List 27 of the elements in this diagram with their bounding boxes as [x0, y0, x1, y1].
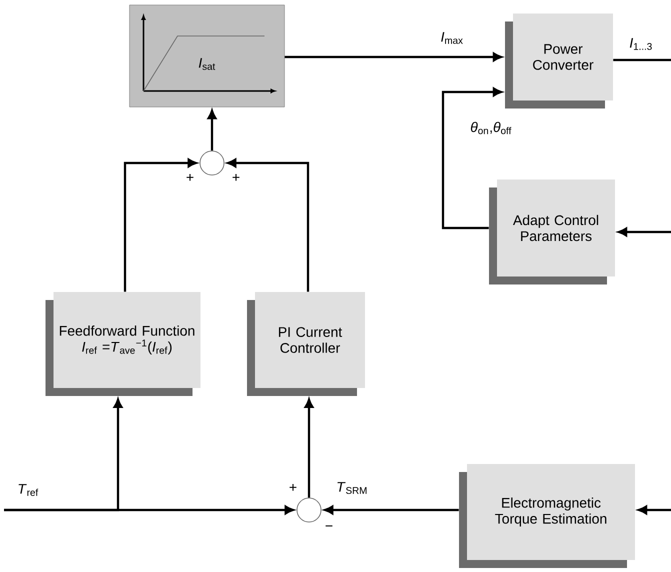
arrow: [324, 506, 459, 514]
arrow: [442, 88, 502, 230]
sign-label: −: [326, 525, 332, 526]
process-box: Power Converter: [505, 14, 613, 108]
saturation-block: I$_{sat}$: [129, 4, 285, 108]
edge-label: θ$_{on}$,θ$_{off}$: [469, 120, 513, 136]
sign-label: +: [290, 484, 296, 491]
sign-label: +: [186, 174, 194, 181]
arrow: [227, 158, 310, 292]
sign-label: +: [232, 174, 240, 181]
process-box: Electromagnetic Torque Estimation: [459, 464, 635, 568]
arrow: [618, 228, 671, 236]
arrow: [4, 398, 122, 512]
process-box: Adapt Control Parameters: [489, 180, 615, 284]
edge-label: I$_{max}$: [440, 31, 464, 45]
summing-junction: [200, 150, 224, 176]
process-box: PI Current Controller: [247, 292, 365, 396]
process-box: Feedforward Function I$_{ref}$ =T$_{ave}$$^{−1}$(I$_{ref}$): [46, 292, 200, 396]
arrow: [208, 110, 216, 151]
arrow: [638, 506, 671, 514]
arrow: [284, 52, 502, 62]
arrow: [304, 398, 314, 498]
arrow: [124, 158, 197, 292]
summing-junction: [296, 498, 322, 522]
edge-label: I$_{1...3}$: [628, 37, 654, 51]
edge-label: T$_{SRM}$: [335, 481, 369, 495]
edge-label: T$_{ref}$: [16, 483, 40, 497]
